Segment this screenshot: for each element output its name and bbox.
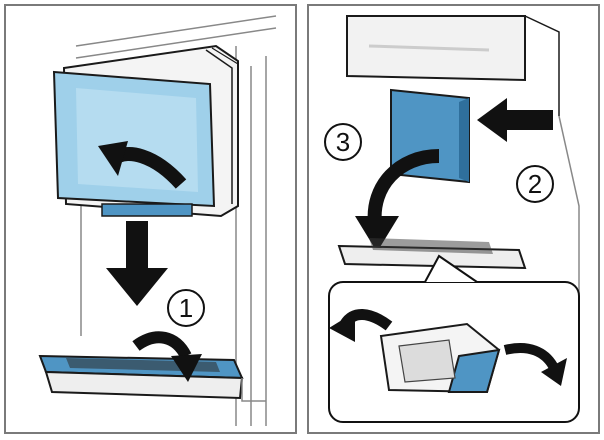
curved-left-out-arrow bbox=[329, 309, 393, 342]
right-illustration-panel: 3 2 bbox=[307, 4, 600, 434]
svg-text:3: 3 bbox=[336, 127, 350, 157]
curved-up-arrow bbox=[98, 141, 187, 189]
step-2-marker: 2 bbox=[516, 165, 554, 203]
svg-text:1: 1 bbox=[179, 293, 193, 323]
left-arrow bbox=[477, 98, 553, 142]
front-cover-panel bbox=[52, 70, 216, 208]
step-3-marker: 3 bbox=[324, 123, 362, 161]
tray-area bbox=[337, 115, 580, 296]
step-1-marker: 1 bbox=[167, 289, 205, 327]
inset-detail bbox=[328, 254, 580, 423]
drip-tray bbox=[38, 354, 244, 400]
curved-right-arrow bbox=[132, 331, 202, 382]
curved-right-out-arrow bbox=[503, 343, 567, 386]
dispenser-front-illustration: 1 bbox=[38, 15, 277, 426]
down-arrow bbox=[106, 221, 168, 306]
svg-text:2: 2 bbox=[528, 169, 542, 199]
dispenser-side-illustration: 3 2 bbox=[324, 15, 580, 423]
clip-strip bbox=[101, 203, 193, 217]
upper-housing bbox=[346, 15, 560, 116]
curved-down-arrow bbox=[355, 149, 440, 252]
left-illustration-panel: 1 bbox=[4, 4, 297, 434]
base-line bbox=[241, 378, 266, 402]
